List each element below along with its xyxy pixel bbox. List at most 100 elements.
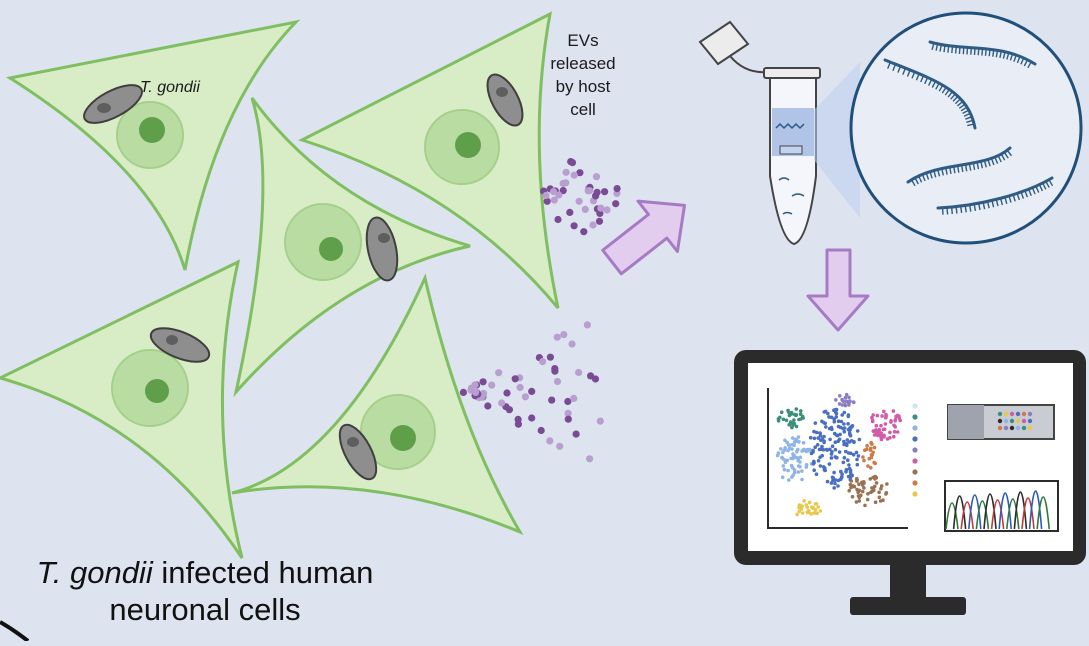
legend-dot (912, 414, 918, 420)
scatter-point (834, 410, 838, 415)
scatter-point (786, 448, 790, 453)
scatter-point (831, 478, 835, 483)
scatter-point (863, 503, 867, 508)
scatter-point (836, 484, 840, 488)
scatter-point (843, 403, 848, 408)
scatter-point (796, 435, 801, 439)
vesicle-dot-icon (546, 437, 554, 445)
chip-dot (1009, 411, 1015, 417)
vesicle-dot-icon (528, 387, 536, 395)
scatter-point (807, 447, 811, 452)
scatter-point (822, 440, 826, 445)
scatter-point (782, 457, 786, 462)
chromatogram-peak (1006, 498, 1020, 530)
scatter-clusters (775, 392, 902, 517)
scatter-point (857, 499, 862, 503)
parasite-icon (486, 73, 524, 127)
scatter-point (812, 511, 817, 515)
ev-cluster (540, 158, 621, 236)
scatter-point (832, 419, 837, 424)
scatter-point (839, 419, 844, 424)
scatter-point (841, 460, 846, 465)
vesicle-dot-icon (537, 426, 545, 435)
vesicle-dot-icon (555, 191, 563, 199)
legend-dot (912, 491, 918, 497)
scatter-point (781, 450, 785, 455)
legend-dot (912, 403, 918, 409)
scatter-point (855, 457, 859, 462)
vesicle-dot-icon (495, 369, 503, 377)
scatter-point (789, 463, 794, 468)
vesicle-dot-icon (589, 221, 597, 229)
scatter-point (856, 454, 861, 458)
scatter-point (822, 434, 826, 439)
scatter-point (859, 493, 863, 498)
magnified-view (849, 11, 1083, 245)
scatter-point (875, 413, 880, 418)
vesicle-dot-icon (484, 402, 492, 410)
scatter-point (895, 430, 900, 434)
scatter-point (889, 419, 893, 423)
vesicle-dot-icon (596, 417, 604, 425)
scatter-point (800, 504, 804, 508)
chip-dot (1027, 411, 1033, 417)
vesicle-dot-icon (479, 378, 487, 386)
scatter-point (877, 427, 882, 432)
scatter-point (868, 477, 873, 481)
scatter-point (802, 448, 807, 452)
vesicle-dot-icon (572, 430, 580, 438)
vesicle-dot-icon (514, 420, 523, 428)
scatter-point (872, 433, 877, 437)
vesicle-dot-icon (521, 393, 530, 401)
nucleolus (139, 117, 165, 143)
scatter-point (855, 429, 860, 433)
scatter-point (836, 478, 841, 483)
scatter-point (845, 438, 850, 442)
scatter-point (787, 478, 791, 482)
scatter-point (814, 472, 819, 477)
tube-icon (698, 20, 821, 246)
vesicle-dot-icon (543, 197, 551, 205)
scatter-point (833, 447, 838, 452)
scatter-point (818, 464, 823, 468)
chromatogram-peak (1028, 490, 1043, 530)
scatter-point (829, 456, 834, 460)
scatter-point (840, 413, 844, 417)
scatter-point (823, 466, 827, 470)
scatter-point (824, 425, 828, 429)
scatter-point (833, 478, 838, 482)
nucleolus (455, 132, 481, 158)
scatter-point (829, 425, 834, 430)
scatter-point (840, 475, 844, 479)
scatter-point (796, 470, 801, 474)
nucleolus (390, 425, 416, 451)
vesicle-dot-icon (603, 206, 611, 214)
scatter-point (869, 453, 874, 457)
chromatogram-peak (990, 499, 1005, 530)
vesicle-dot-icon (601, 188, 609, 196)
scatter-point (782, 467, 787, 472)
parasite-label: T. gondii (140, 79, 200, 96)
chip-dot (1003, 425, 1009, 431)
neuron-cell-group (0, 11, 560, 559)
scatter-point (798, 455, 803, 460)
scatter-point (800, 511, 805, 515)
scatter-point (869, 440, 873, 445)
scatter-point (882, 409, 886, 414)
scatter-point (850, 425, 854, 429)
vesicle-dot-icon (548, 396, 556, 404)
scatter-point (842, 410, 847, 415)
chip-dot (1021, 418, 1027, 424)
scatter-point (874, 481, 879, 485)
scatter-point (897, 414, 901, 419)
scatter-point (816, 505, 820, 509)
vesicle-dot-icon (511, 375, 519, 383)
scatter-point (822, 410, 827, 414)
scatter-point (826, 411, 830, 416)
vesicle-dot-icon (592, 173, 601, 181)
scatter-point (828, 437, 832, 442)
ev-label-line: EVs (567, 31, 598, 50)
vesicle-dot-icon (553, 377, 562, 386)
scatter-point (877, 490, 881, 495)
scatter-point (836, 424, 841, 429)
